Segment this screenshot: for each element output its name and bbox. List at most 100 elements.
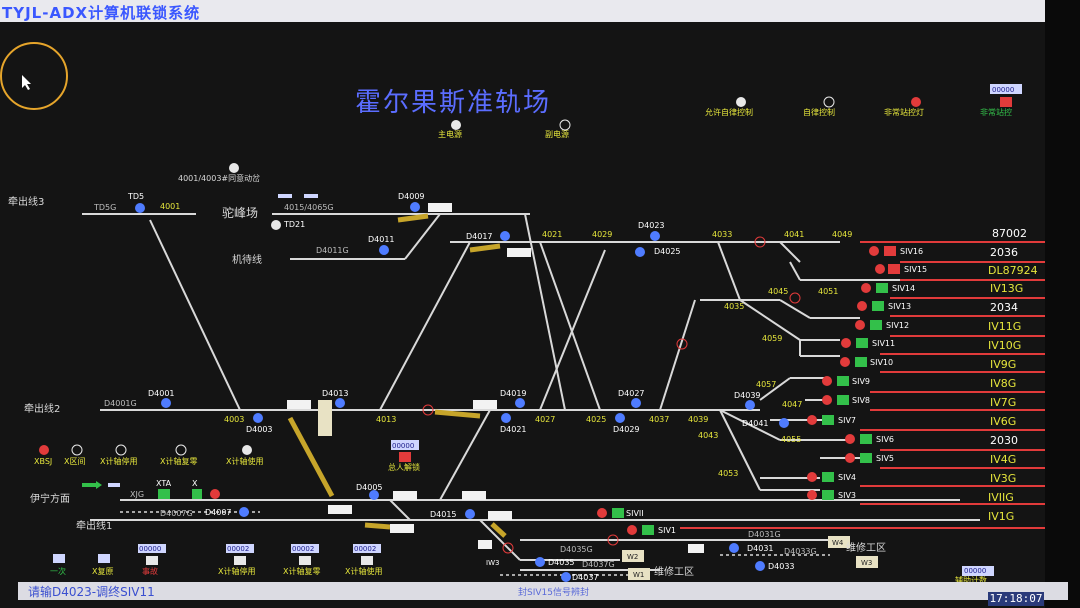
switch-label[interactable]: 4051: [818, 287, 838, 296]
window-title: TYJL-ADX计算机联锁系统: [2, 4, 201, 22]
track-name-texts: 87002 2036 DL87924 IV13G 2034 IV11G IV10…: [988, 227, 1038, 523]
signal-label[interactable]: SIV7: [838, 416, 856, 425]
signal-label[interactable]: D4041: [742, 419, 769, 428]
track-label: IV4G: [990, 453, 1016, 466]
route-note: 4001/4003#同意动岔: [178, 173, 260, 183]
signal-label[interactable]: D4023: [638, 221, 665, 230]
signal-label[interactable]: D4027: [618, 389, 645, 398]
switch-label[interactable]: 4053: [718, 469, 738, 478]
signal-label[interactable]: D4015: [430, 510, 457, 519]
signal-label[interactable]: D4037: [572, 573, 599, 582]
switch-label[interactable]: 4021: [542, 230, 562, 239]
bottom-counter-2: 00000: [139, 545, 161, 553]
signal-label[interactable]: SIV8: [852, 396, 870, 405]
emergency-button-label[interactable]: 非常站控: [980, 107, 1012, 117]
switch-label[interactable]: 4057: [756, 380, 776, 389]
signal-label[interactable]: D4011: [368, 235, 395, 244]
bottom-label-4[interactable]: X计轴复零: [283, 566, 320, 576]
switch-label[interactable]: 4045: [768, 287, 788, 296]
signal-label[interactable]: SIV11: [872, 339, 895, 348]
signal-label[interactable]: SIV12: [886, 321, 909, 330]
signal-label[interactable]: SIV15: [904, 265, 927, 274]
w-label: W3: [861, 559, 872, 567]
signal-label[interactable]: X: [192, 479, 198, 488]
switch-label[interactable]: 4055: [781, 435, 801, 444]
signal-lamp-icons: [135, 202, 789, 582]
switch-label[interactable]: 4049: [832, 230, 852, 239]
switch-label[interactable]: 4003: [224, 415, 244, 424]
signal-label[interactable]: SIV13: [888, 302, 911, 311]
bsj-label: XBSJ: [34, 457, 52, 466]
switch-label[interactable]: 4025: [586, 415, 606, 424]
bottom-label-1[interactable]: X复原: [92, 566, 113, 576]
counter-boxes: [391, 84, 1022, 576]
switch-label[interactable]: 4037: [649, 415, 669, 424]
status-text-left: 请输D4023-调终SIV11: [28, 585, 155, 599]
signal-label[interactable]: TD21: [283, 220, 305, 229]
pointer-cursor-icon: [22, 75, 31, 90]
switch-label[interactable]: 4029: [592, 230, 612, 239]
signal-label[interactable]: D4019: [500, 389, 527, 398]
signal-label[interactable]: D4001: [148, 389, 175, 398]
switch-label[interactable]: 4013: [376, 415, 396, 424]
occupied-tracks: [680, 241, 1045, 529]
signal-label[interactable]: SIV5: [876, 454, 894, 463]
switch-label[interactable]: 4041: [784, 230, 804, 239]
switch-label[interactable]: 4001: [160, 202, 180, 211]
signal-label[interactable]: SIV4: [838, 473, 856, 482]
exit-signal-texts: SIV16 SIV15 SIV14 SIV13 SIV12 SIV11 SIV1…: [626, 247, 927, 535]
track-label: IV7G: [990, 396, 1016, 409]
signal-label[interactable]: TD5: [127, 192, 144, 201]
indicator-lamps: [39, 96, 921, 489]
switch-label[interactable]: 4059: [762, 334, 782, 343]
switch-label[interactable]: 4033: [712, 230, 732, 239]
switch-label[interactable]: 4047: [782, 400, 802, 409]
w-label-texts: W4 W2 W1 W3 IW3: [486, 539, 872, 579]
signal-label[interactable]: D4031: [747, 544, 774, 553]
signal-label[interactable]: SIV6: [876, 435, 894, 444]
signal-label[interactable]: D4013: [322, 389, 349, 398]
signal-label[interactable]: SIV16: [900, 247, 923, 256]
switch-label[interactable]: 4035: [724, 302, 744, 311]
station-title: 霍尔果斯准轨场: [355, 88, 552, 118]
signal-label[interactable]: SIV9: [852, 377, 870, 386]
bottom-label-2[interactable]: 事故: [142, 566, 158, 576]
x-reset-label: X计轴复零: [160, 456, 197, 466]
clock: 17:18:07: [988, 592, 1044, 606]
signal-label[interactable]: D4005: [356, 483, 383, 492]
signal-label[interactable]: SIV3: [838, 491, 856, 500]
w-label: W2: [627, 553, 638, 561]
signal-label[interactable]: SIV10: [870, 358, 893, 367]
switch-label[interactable]: 4027: [535, 415, 555, 424]
line-label-texts: 牵出线3 驼峰场 机待线 牵出线2 伊宁方面 牵出线1 维修工区 维修工区: [8, 195, 886, 578]
line-label: 机待线: [232, 253, 262, 266]
switch-label[interactable]: 4039: [688, 415, 708, 424]
line-label: 伊宁方面: [30, 492, 70, 505]
bottom-label-5[interactable]: X计轴使用: [345, 566, 382, 576]
signal-label[interactable]: D4033: [768, 562, 795, 571]
bottom-label-3[interactable]: X计轴停用: [218, 566, 255, 576]
signal-label[interactable]: SIV14: [892, 284, 915, 293]
signal-label[interactable]: D4021: [500, 425, 527, 434]
bottom-label-0[interactable]: 一次: [50, 566, 66, 576]
signal-label[interactable]: D4007: [205, 508, 232, 517]
track-label: DL87924: [988, 264, 1038, 277]
signal-label[interactable]: D4009: [398, 192, 425, 201]
signal-label[interactable]: D4029: [613, 425, 640, 434]
signal-label[interactable]: D4035: [548, 558, 575, 567]
signal-label[interactable]: D4017: [466, 232, 493, 241]
track-label: IV11G: [988, 320, 1021, 333]
section-label: XJG: [130, 490, 144, 499]
signal-label[interactable]: D4039: [734, 391, 761, 400]
allow-auto-label: 允许自律控制: [705, 107, 753, 117]
dashed-sections: [100, 409, 830, 576]
main-unlock-label[interactable]: 总人解锁: [388, 462, 420, 472]
signal-label[interactable]: D4003: [246, 425, 273, 434]
line-label: 牵出线2: [24, 402, 60, 415]
switch-label[interactable]: 4043: [698, 431, 718, 440]
signal-label[interactable]: SIVII: [626, 509, 644, 518]
signal-label[interactable]: D4025: [654, 247, 681, 256]
monitor-bezel: [1045, 0, 1080, 608]
signal-label[interactable]: SIV1: [658, 526, 676, 535]
signal-label[interactable]: XTA: [156, 479, 172, 488]
